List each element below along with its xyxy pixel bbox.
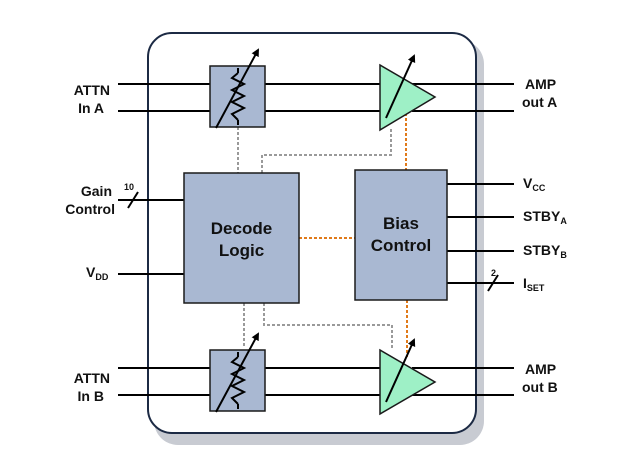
vdd-label: VDD — [86, 264, 109, 282]
stby-b-label: STBYB — [523, 242, 567, 260]
gray-control-links — [237, 127, 393, 350]
iset-bus-slash — [487, 274, 499, 292]
attn-b-label-line1: ATTN — [74, 370, 110, 386]
chip-outline — [147, 32, 477, 434]
orange-bias-links — [299, 113, 408, 357]
decode-logic-line1: Decode — [211, 219, 272, 238]
amp-b-label-line2: out B — [522, 379, 558, 395]
vcc-label: VCC — [523, 175, 546, 193]
link-decode-to-amp-a — [261, 127, 392, 173]
stby-a-label: STBYA — [523, 208, 567, 226]
attn-b-label-line2: In B — [78, 388, 104, 404]
bias-control-block — [354, 169, 448, 301]
amplifier-a — [379, 54, 437, 132]
amp-b-label-line1: AMP — [525, 361, 556, 377]
gain-bus-width: 10 — [124, 182, 134, 192]
attn-a-label-line1: ATTN — [74, 82, 110, 98]
attn-a-label-line2: In A — [78, 100, 104, 116]
iset-bus-width: 2 — [491, 268, 496, 278]
iset-label: ISET — [523, 275, 545, 293]
gain-control-label-line1: Gain — [81, 183, 112, 199]
decode-logic-block — [183, 172, 300, 304]
amp-a-label-line1: AMP — [525, 76, 556, 92]
attenuator-b — [209, 332, 266, 413]
link-decode-to-amp-b — [263, 303, 393, 350]
gain-bus-slash — [127, 191, 139, 209]
signal-wires — [118, 83, 514, 396]
attenuator-a — [209, 48, 266, 129]
amp-a-label-line2: out A — [522, 94, 557, 110]
bias-control-line2: Control — [371, 236, 431, 255]
bias-control-line1: Bias — [383, 214, 419, 233]
decode-logic-line2: Logic — [219, 241, 264, 260]
gain-control-label-line2: Control — [65, 201, 115, 217]
amplifier-b — [379, 338, 437, 416]
